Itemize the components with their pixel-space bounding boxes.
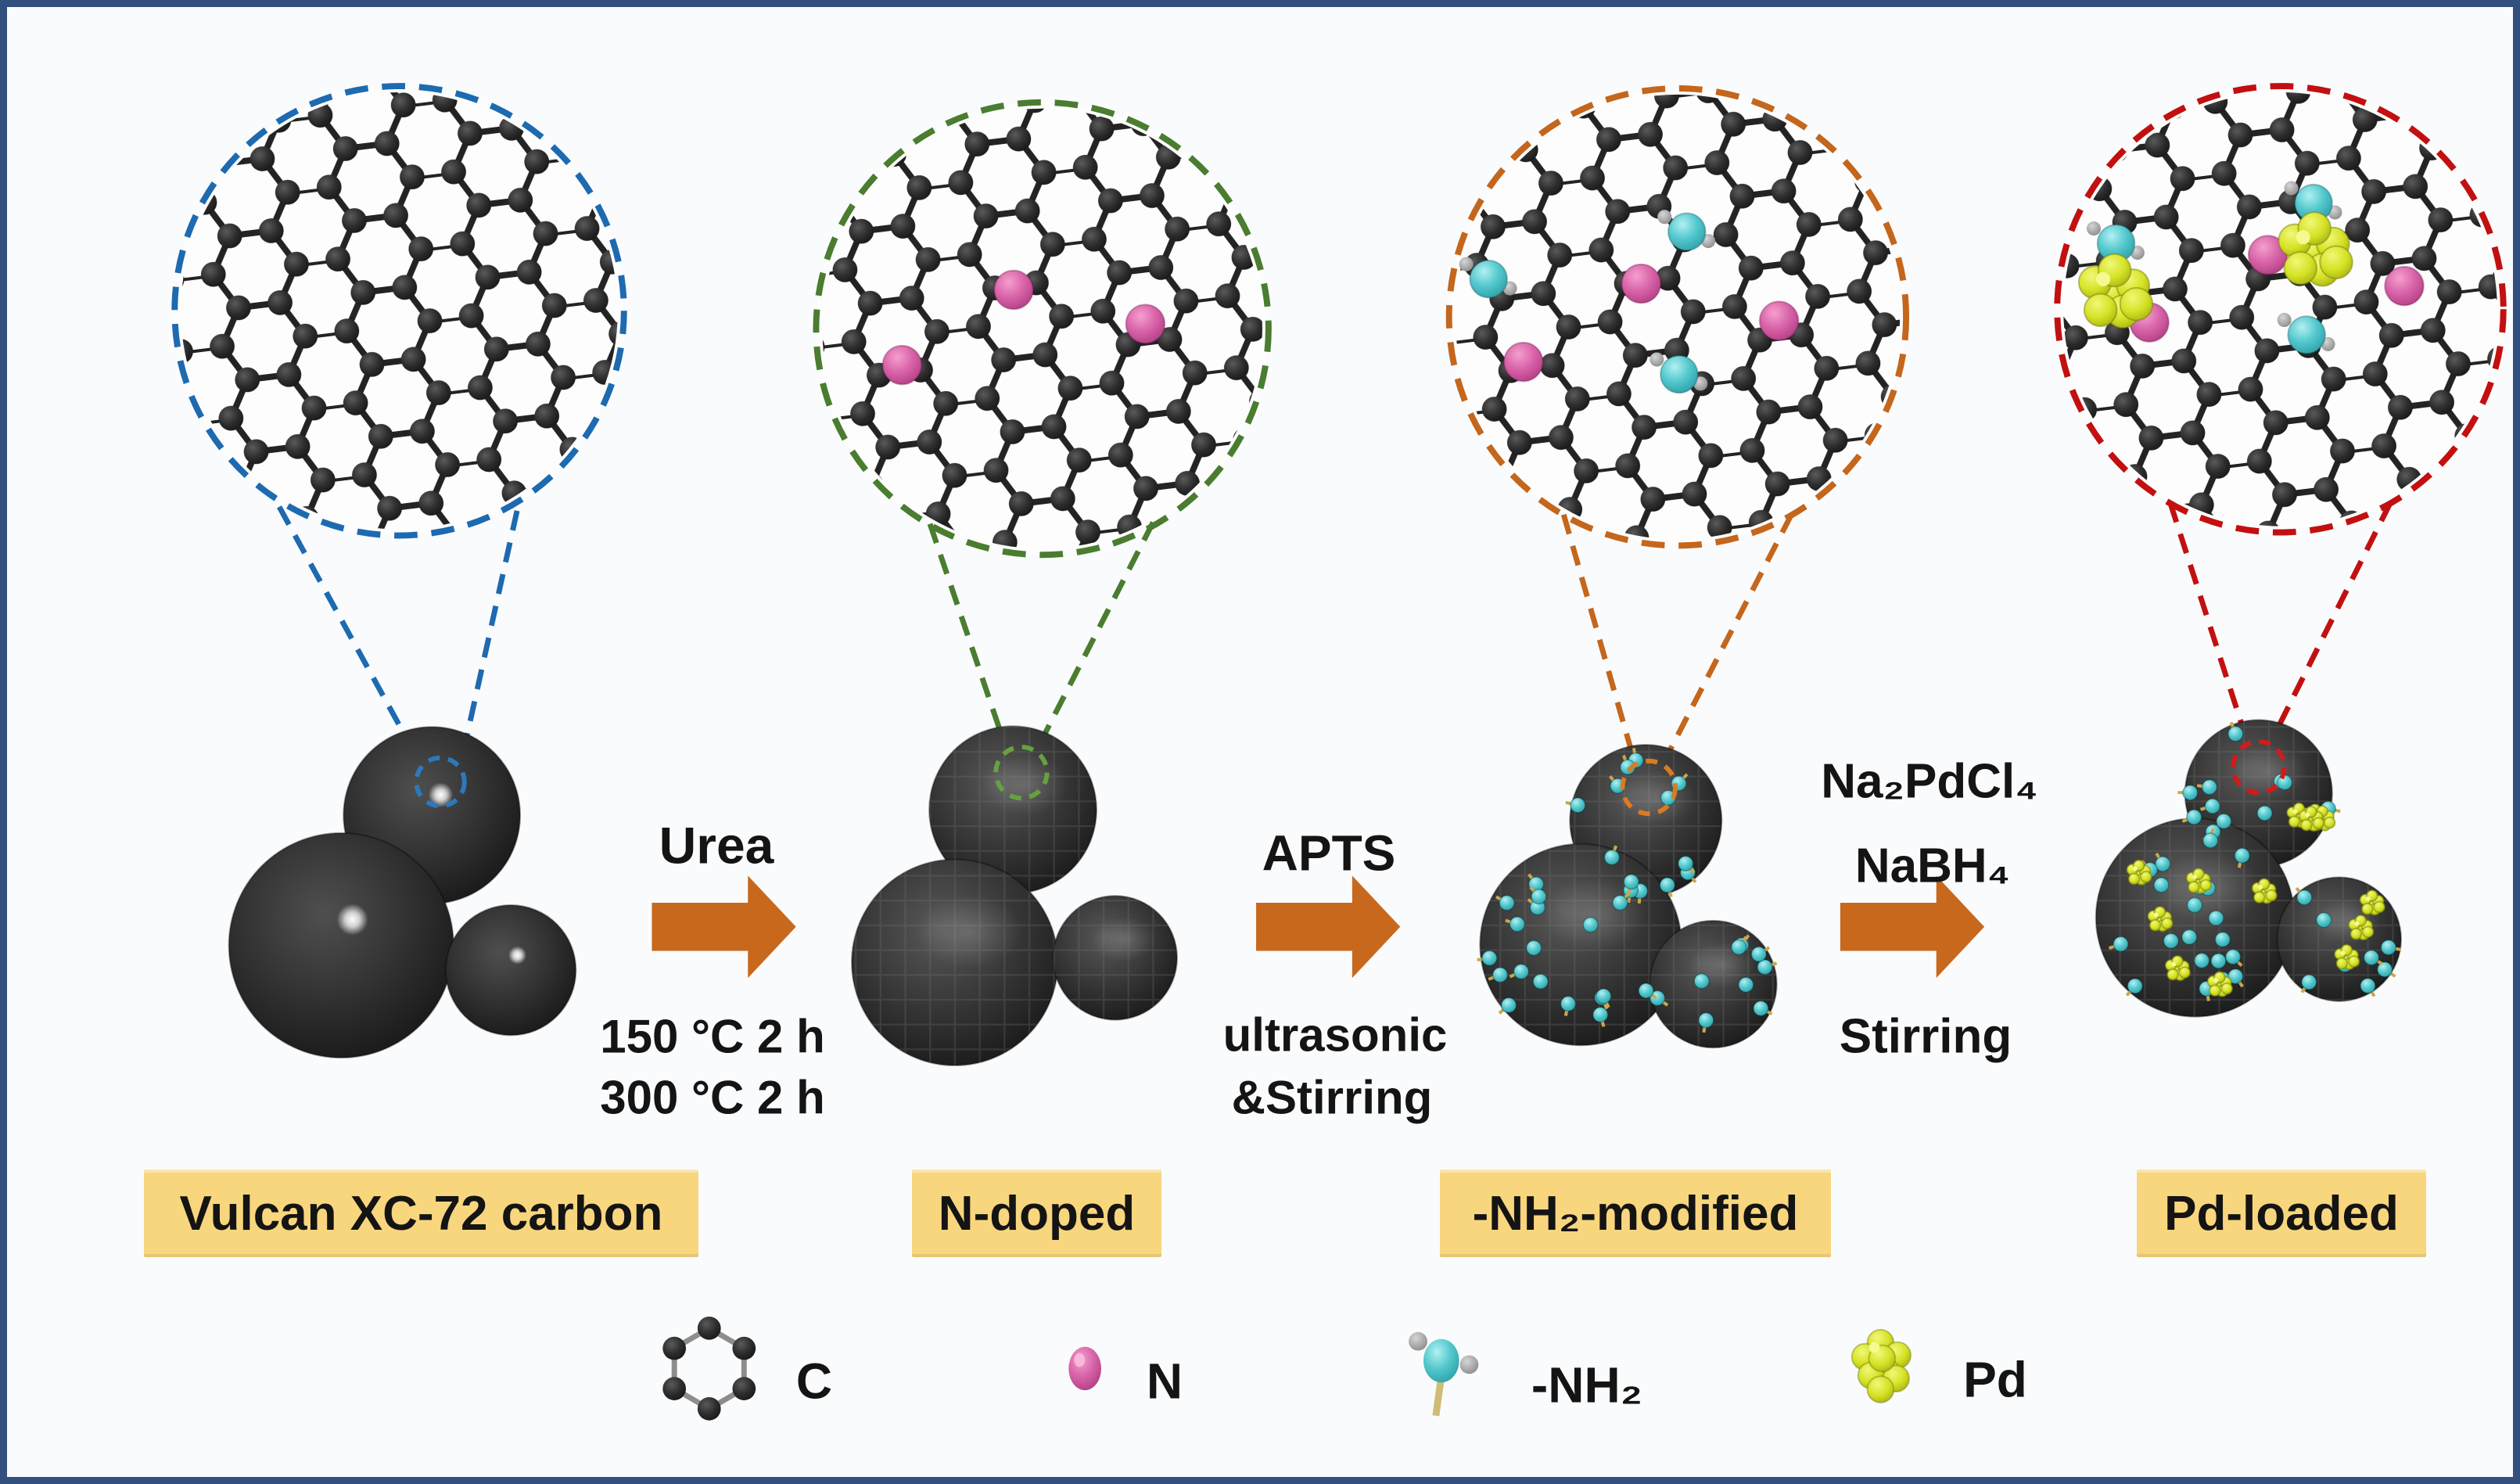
stage-label-nh2-modified-text: -NH₂-modified (1472, 1186, 1799, 1241)
amine-group-icon (1409, 1331, 1479, 1417)
pd-nanoparticle-icon (2348, 914, 2375, 941)
particle-cluster-nh2-modified (1477, 743, 1778, 1049)
nitrogen-atom-icon (881, 344, 923, 386)
graphene-lattice (2063, 92, 2497, 526)
stage-label-nh2-modified: -NH₂-modified (1440, 1170, 1831, 1257)
nitrogen-atom-icon (1621, 263, 1662, 304)
nitrogen-atom-icon (2384, 265, 2425, 307)
zoom-connector-n-doped (927, 521, 1156, 753)
reaction-arrow-2 (1256, 875, 1401, 979)
graphene-lattice (181, 92, 618, 530)
zoom-ring (171, 83, 627, 539)
stage-label-n-doped-text: N-doped (938, 1186, 1136, 1241)
legend-label-palladium: Pd (1963, 1351, 2027, 1408)
step1-reagent-label: Urea (659, 816, 774, 875)
step2-condition-line2: &Stirring (1231, 1071, 1433, 1124)
particle-cluster-n-doped (851, 725, 1179, 1067)
step2-reagent-label: APTS (1262, 825, 1396, 882)
step3-reagent-line1: Na₂PdCl₄ (1821, 754, 2038, 809)
particle-cluster-pd-loaded (2095, 719, 2403, 1018)
amine-group-icon (1459, 257, 1517, 299)
palladium-cluster-icon (1851, 1328, 1912, 1403)
zoom-inset-vulcan (171, 83, 627, 539)
step2-condition-line1: ultrasonic (1222, 1008, 1448, 1062)
amine-group-icon (2277, 312, 2335, 354)
pd-nanoparticle-icon (2298, 805, 2325, 832)
zoom-ring (813, 99, 1272, 559)
reaction-arrow-1 (652, 875, 796, 979)
pd-nanoparticle-icon (2147, 905, 2174, 932)
graphene-lattice (1455, 94, 1901, 540)
legend-label-nitrogen: N (1146, 1353, 1183, 1410)
particle-cluster-vulcan (228, 726, 577, 1059)
nitrogen-atom-icon (1758, 300, 1800, 341)
step3-reagent-line2: NaBH₄ (1854, 839, 2011, 893)
stage-label-vulcan: Vulcan XC-72 carbon (144, 1170, 698, 1257)
nitrogen-atom-icon (1125, 304, 1166, 344)
pd-nanoparticle-icon (2359, 889, 2386, 916)
step3-condition-line1: Stirring (1839, 1009, 2012, 1064)
zoom-ring (2054, 83, 2507, 536)
pd-nanoparticle-icon (2164, 954, 2192, 982)
pd-cluster-icon (2278, 211, 2353, 287)
pd-nanoparticle-icon (2334, 943, 2360, 971)
stage-label-vulcan-text: Vulcan XC-72 carbon (179, 1186, 663, 1241)
legend-label-amine: -NH₂ (1531, 1356, 1643, 1414)
zoom-inset-n-doped (813, 99, 1272, 559)
nitrogen-atom-icon (1503, 341, 1544, 383)
stage-label-pd-loaded-text: Pd-loaded (2164, 1186, 2399, 1241)
legend-label-carbon: C (795, 1353, 833, 1410)
pd-cluster-icon (2077, 253, 2154, 329)
zoom-connector-pd-loaded (2167, 501, 2393, 745)
carbon-ring-icon (662, 1316, 756, 1421)
nitrogen-atom-icon (993, 269, 1034, 311)
stage-label-pd-loaded: Pd-loaded (2137, 1170, 2426, 1257)
zoom-inset-nh2-modified (1445, 85, 1910, 549)
reaction-arrow-3 (1840, 875, 1985, 979)
zoom-source-ring (2231, 739, 2287, 796)
pd-nanoparticle-icon (2126, 859, 2152, 886)
zoom-source-ring (993, 744, 1050, 801)
zoom-connector-nh2-modified (1560, 513, 1794, 764)
zoom-ring (1445, 85, 1910, 549)
stage-label-n-doped: N-doped (912, 1170, 1161, 1257)
pd-nanoparticle-icon (2206, 971, 2234, 997)
diagram-canvas (171, 83, 2507, 1421)
zoom-inset-pd-loaded (2054, 83, 2507, 536)
step1-condition-line1: 150 °C 2 h (600, 1010, 825, 1063)
nitrogen-atom-icon (1068, 1346, 1101, 1391)
step1-condition-line2: 300 °C 2 h (600, 1071, 825, 1124)
zoom-source-ring (1620, 758, 1678, 817)
amine-group-icon (1649, 352, 1708, 394)
graphene-lattice (822, 108, 1262, 549)
pd-nanoparticle-icon (2251, 878, 2278, 904)
zoom-connector-vulcan (276, 505, 520, 772)
zoom-source-ring (414, 755, 467, 809)
amine-group-icon (1657, 210, 1716, 252)
pd-nanoparticle-icon (2185, 868, 2213, 894)
